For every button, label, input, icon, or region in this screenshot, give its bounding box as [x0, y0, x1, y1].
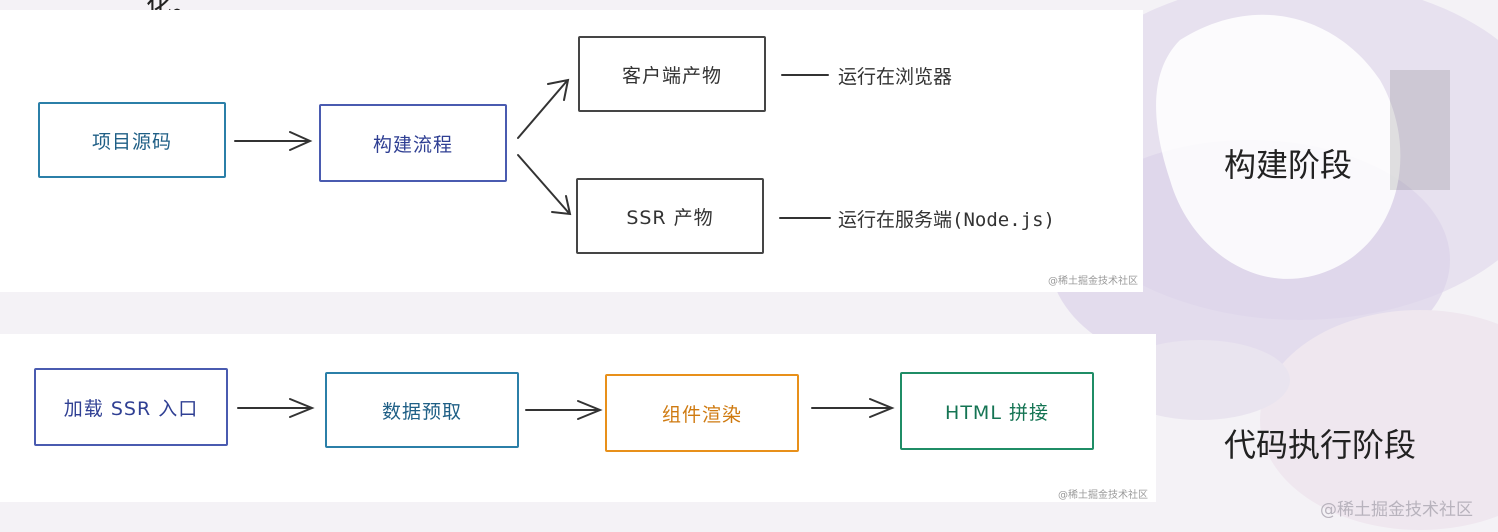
runtime-panel-watermark: @稀土掘金技术社区: [1058, 490, 1148, 501]
arrow-entry-to-prefetch: [237, 398, 315, 418]
ssr-note: 运行在服务端(Node.js): [838, 209, 1055, 231]
arrow-build-to-ssr: [517, 154, 572, 216]
html-concat-node: HTML 拼接: [900, 372, 1094, 450]
arrow-source-to-build: [234, 131, 313, 151]
load-ssr-entry-node: 加载 SSR 入口: [34, 368, 228, 446]
build-panel-watermark: @稀土掘金技术社区: [1048, 276, 1138, 287]
ssr-artifact-node: SSR 产物: [576, 178, 764, 254]
build-stage-label: 构建阶段: [1224, 146, 1353, 184]
arrow-render-to-concat: [811, 398, 895, 418]
data-prefetch-node: 数据预取: [325, 372, 519, 448]
arrow-build-to-client: [517, 78, 570, 139]
runtime-stage-label: 代码执行阶段: [1224, 426, 1417, 464]
component-render-node: 组件渲染: [605, 374, 799, 452]
client-note: 运行在浏览器: [838, 66, 953, 88]
site-watermark: @稀土掘金技术社区: [1320, 500, 1473, 520]
build-process-node: 构建流程: [319, 104, 507, 182]
source-code-node: 项目源码: [38, 102, 226, 178]
client-artifact-node: 客户端产物: [578, 36, 766, 112]
arrow-prefetch-to-render: [525, 400, 603, 420]
